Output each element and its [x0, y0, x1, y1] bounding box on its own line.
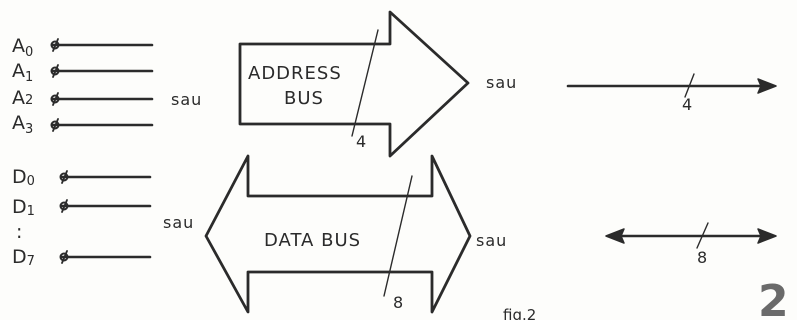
address-line-width: 4 — [682, 95, 692, 114]
pin-label-d0: D0 — [12, 166, 35, 189]
pin-circle-d0 — [59, 170, 69, 184]
data-bus-width: 8 — [393, 293, 403, 312]
address-bus-label-line1: ADDRESS — [248, 63, 342, 84]
sau-label-3: sau — [163, 213, 194, 232]
address-pin-group: A0 A1 A2 A3 — [12, 35, 154, 137]
pin-circle-a3 — [50, 118, 60, 132]
page-number: 2 — [758, 276, 789, 320]
pin-label-d1: D1 — [12, 196, 35, 219]
pin-label-d7: D7 — [12, 246, 35, 269]
data-bus-arrow: DATA BUS 8 — [204, 154, 472, 314]
figure-caption: fig.2 — [503, 306, 536, 320]
address-bus-arrow: ADDRESS BUS 4 — [238, 10, 470, 158]
address-line-width-slash — [684, 73, 695, 98]
data-line-width-slash — [696, 222, 709, 249]
address-bus-label-line2: BUS — [284, 88, 324, 109]
pin-circle-d1 — [59, 199, 69, 213]
address-bus-width: 4 — [356, 132, 366, 151]
address-line-arrow: 4 — [566, 73, 777, 114]
pin-label-a1: A1 — [12, 60, 33, 85]
pin-circle-d7 — [59, 250, 69, 264]
pin-circle-a0 — [50, 38, 60, 52]
data-pin-ellipsis: : — [16, 221, 22, 243]
address-bus-width-slash — [351, 29, 379, 137]
pin-label-a3: A3 — [12, 112, 33, 137]
data-line-width: 8 — [697, 248, 707, 267]
sau-label-1: sau — [171, 90, 202, 109]
data-line-arrow: 8 — [605, 222, 777, 267]
sau-label-4: sau — [476, 231, 507, 250]
pin-label-a2: A2 — [12, 87, 33, 109]
sau-label-2: sau — [486, 73, 517, 92]
pin-label-a0: A0 — [12, 35, 33, 60]
data-pin-group: D0 D1 : D7 — [12, 166, 152, 269]
pin-circle-a2 — [50, 92, 60, 106]
data-bus-width-slash — [383, 175, 413, 297]
data-bus-label: DATA BUS — [264, 230, 361, 251]
pin-circle-a1 — [50, 64, 60, 78]
